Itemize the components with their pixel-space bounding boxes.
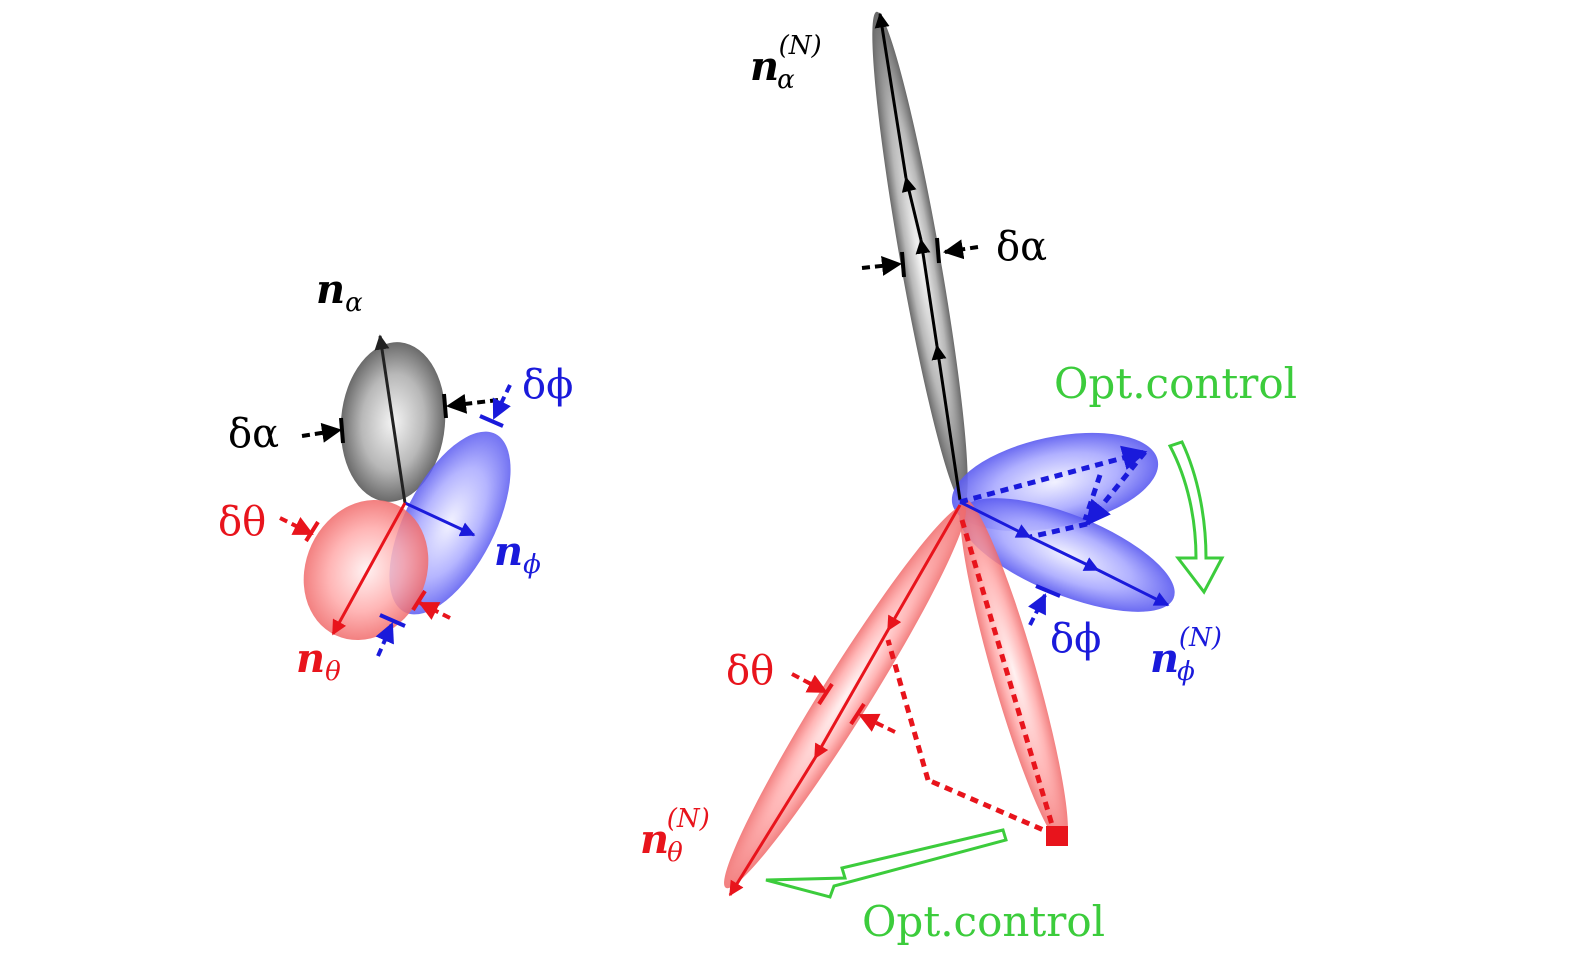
right-theta-dotted-path — [885, 519, 1058, 838]
opt-control-arrow-bottom — [765, 828, 1008, 899]
left-d-theta-label: δθ — [218, 499, 266, 545]
opt-control-arrow-right — [1167, 440, 1225, 595]
right-dalpha-marker — [861, 237, 979, 278]
right-theta-axis — [728, 504, 962, 897]
right-diagram: nα(N) δα Opt.control δϕ nϕ(N) δθ nθ(N) O… — [640, 11, 1297, 946]
right-alpha-axis — [874, 12, 962, 501]
right-n-phi-label: nϕ(N) — [1150, 623, 1222, 687]
left-theta-ellipsoid — [303, 499, 429, 641]
left-diagram: nα δα δϕ nϕ δθ nθ — [218, 266, 573, 687]
right-opt-control-top-label: Opt.control — [1054, 359, 1297, 408]
right-d-alpha-label: δα — [996, 224, 1047, 270]
left-alpha-axis — [374, 334, 407, 504]
right-d-phi-label: δϕ — [1050, 616, 1101, 662]
left-n-theta-label: nθ — [296, 635, 341, 687]
left-d-alpha-label: δα — [228, 411, 279, 457]
left-n-alpha-label: nα — [316, 266, 363, 318]
right-n-theta-label: nθ(N) — [640, 804, 710, 868]
left-d-phi-label: δϕ — [522, 362, 573, 408]
right-theta-ellipsoid-2 — [724, 505, 966, 889]
right-opt-control-bottom-label: Opt.control — [862, 897, 1105, 946]
left-phi-axis — [404, 501, 476, 537]
right-dtheta-marker — [791, 672, 896, 734]
right-d-theta-label: δθ — [726, 648, 774, 694]
left-dtheta-marker — [279, 516, 451, 620]
left-n-phi-label: nϕ — [494, 528, 541, 580]
right-theta-ellipsoid-1 — [960, 498, 1068, 846]
right-phi-axis — [959, 500, 1170, 607]
right-n-alpha-label: nα(N) — [750, 31, 822, 95]
left-dphi-marker — [375, 384, 512, 657]
left-dalpha-marker — [301, 393, 499, 444]
right-theta-end-marker — [1046, 826, 1068, 846]
right-alpha-ellipsoid — [872, 11, 968, 505]
left-theta-axis — [331, 502, 407, 636]
right-dphi-marker — [1028, 584, 1061, 626]
right-phi-dotted-path — [959, 445, 1148, 540]
